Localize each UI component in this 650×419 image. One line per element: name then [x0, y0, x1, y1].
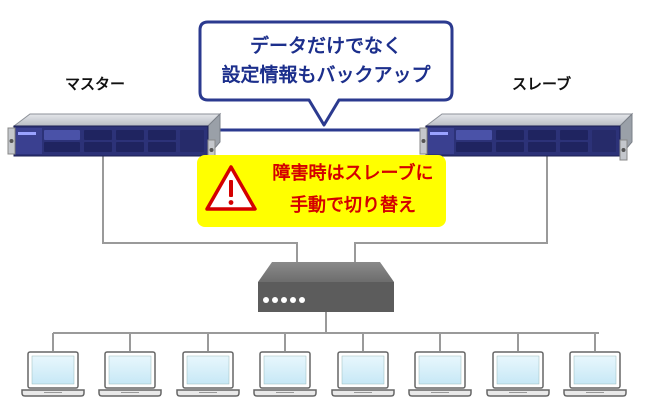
master-nas-icon [7, 113, 221, 161]
warning-box [197, 155, 446, 227]
connection-lines [52, 155, 599, 351]
callout-text-line2: 設定情報もバックアップ [221, 64, 431, 86]
warning-text-line1: 障害時はスレーブに [272, 163, 434, 184]
laptop-drop-lines [52, 333, 596, 351]
warning-triangle-icon [205, 165, 257, 211]
master-to-switch-line [102, 155, 298, 262]
laptop-icon [98, 351, 162, 397]
slave-label: スレーブ [512, 75, 572, 93]
callout-bubble [198, 20, 454, 127]
laptop-icon [253, 351, 317, 397]
warning-text-line2: 手動で切り替え [290, 195, 416, 216]
callout-text-line1: データだけでなく [249, 35, 402, 57]
laptop-icon [21, 351, 85, 397]
laptop-row [21, 351, 627, 397]
laptop-icon [331, 351, 395, 397]
laptop-icon [563, 351, 627, 397]
laptop-icon [408, 351, 472, 397]
slave-nas-icon [419, 113, 633, 161]
network-switch-icon [258, 262, 394, 312]
laptop-icon [176, 351, 240, 397]
master-label: マスター [65, 75, 126, 93]
laptop-icon [486, 351, 550, 397]
slave-to-switch-line [354, 155, 548, 262]
